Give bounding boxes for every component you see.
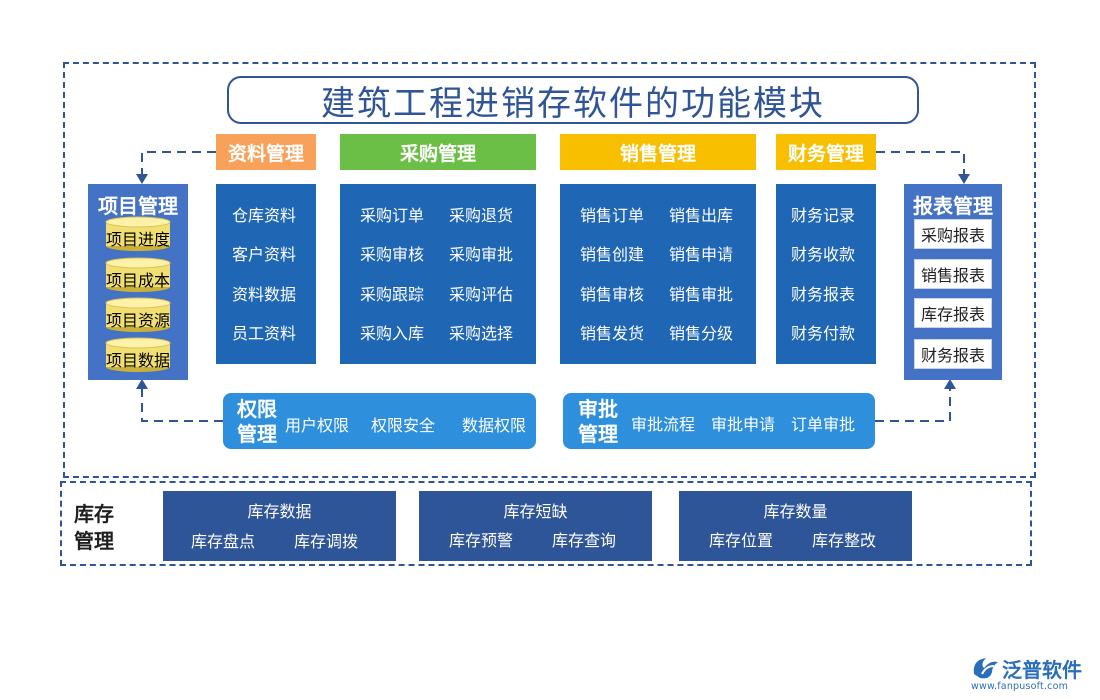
report-title: 报表管理 [913, 194, 993, 218]
ziliao-item: 资料数据 [232, 285, 297, 304]
header-caigou: 采购管理 [340, 134, 536, 170]
report-item: 采购报表 [914, 219, 992, 249]
project-item-label: 项目数据 [105, 351, 170, 370]
inventory-dashed-frame [60, 481, 1032, 566]
report-item: 库存报表 [914, 298, 992, 328]
caigou-item: 采购选择 [449, 324, 514, 343]
inventory-box: 库存短缺 库存预警 库存查询 [419, 491, 652, 561]
xiaoshou-item: 销售出库 [669, 206, 734, 225]
ziliao-item: 员工资料 [232, 324, 297, 343]
header-ziliao: 资料管理 [216, 134, 316, 170]
report-item: 财务报表 [914, 339, 992, 369]
project-item-cylinder: 项目资源 [105, 297, 171, 333]
project-item-cylinder: 项目数据 [105, 337, 171, 373]
header-caiwu: 财务管理 [776, 134, 876, 170]
caigou-item: 采购跟踪 [360, 285, 425, 304]
xiaoshou-item: 销售创建 [580, 245, 645, 264]
caigou-item: 采购审批 [449, 245, 514, 264]
caigou-item: 采购审核 [360, 245, 425, 264]
report-item: 销售报表 [914, 259, 992, 289]
ziliao-item: 客户资料 [232, 245, 297, 264]
project-item-cylinder: 项目成本 [105, 257, 171, 293]
project-item-cylinder: 项目进度 [105, 216, 171, 252]
approval-item: 审批申请 [711, 415, 776, 434]
inventory-box-item: 库存盘点 [191, 532, 256, 551]
caiwu-item: 财务付款 [791, 324, 856, 343]
inventory-box-title: 库存数量 [763, 502, 828, 521]
project-item-label: 项目资源 [105, 311, 170, 330]
permission-title-line1: 权限 [237, 397, 277, 421]
project-item-label: 项目进度 [105, 230, 170, 249]
approval-title-line1: 审批 [578, 397, 618, 421]
caiwu-item: 财务记录 [791, 206, 856, 225]
main-dashed-frame [63, 62, 1036, 478]
caigou-column: 采购订单 采购退货 采购审核 采购审批 采购跟踪 采购评估 采购入库 采购选择 [340, 184, 536, 364]
project-title: 项目管理 [98, 194, 178, 218]
logo: 泛普软件 www.fanpusoft.com [968, 652, 1093, 694]
diagram-title: 建筑工程进销存软件的功能模块 [227, 76, 919, 124]
approval-title-line2: 管理 [578, 422, 618, 446]
caigou-item: 采购退货 [449, 206, 514, 225]
caigou-item: 采购评估 [449, 285, 514, 304]
permission-item: 权限安全 [371, 416, 436, 435]
inventory-box: 库存数量 库存位置 库存整改 [679, 491, 912, 561]
caigou-item: 采购订单 [360, 206, 425, 225]
ziliao-item: 仓库资料 [232, 206, 297, 225]
xiaoshou-item: 销售分级 [669, 324, 734, 343]
inventory-box-title: 库存短缺 [503, 502, 568, 521]
inventory-box-item: 库存调拨 [294, 532, 359, 551]
inventory-box-item: 库存查询 [552, 531, 617, 550]
inventory-box-item: 库存预警 [449, 531, 514, 550]
inventory-label-line1: 库存 [74, 502, 114, 526]
header-xiaoshou: 销售管理 [560, 134, 756, 170]
inventory-label-line2: 管理 [74, 529, 114, 553]
caigou-item: 采购入库 [360, 324, 425, 343]
project-panel: 项目管理 项目进度 项目成本 项目资源 项目数据 [88, 184, 188, 380]
inventory-box-item: 库存整改 [812, 531, 877, 550]
project-item-label: 项目成本 [105, 271, 170, 290]
permission-title-line2: 管理 [237, 422, 277, 446]
logo-icon [973, 658, 998, 679]
report-panel: 报表管理 采购报表 销售报表 库存报表 财务报表 [904, 184, 1002, 380]
xiaoshou-item: 销售审批 [669, 285, 734, 304]
xiaoshou-item: 销售审核 [580, 285, 645, 304]
ziliao-column: 仓库资料 客户资料 资料数据 员工资料 [216, 184, 316, 364]
approval-panel: 审批 管理 审批流程 审批申请 订单审批 [563, 393, 875, 449]
xiaoshou-column: 销售订单 销售出库 销售创建 销售申请 销售审核 销售审批 销售发货 销售分级 [560, 184, 756, 364]
inventory-box: 库存数据 库存盘点 库存调拨 [163, 491, 396, 561]
caiwu-column: 财务记录 财务收款 财务报表 财务付款 [776, 184, 876, 364]
xiaoshou-item: 销售申请 [669, 245, 734, 264]
permission-item: 数据权限 [462, 416, 527, 435]
inventory-box-item: 库存位置 [709, 531, 774, 550]
approval-item: 订单审批 [791, 415, 856, 434]
xiaoshou-item: 销售发货 [580, 324, 645, 343]
logo-url: www.fanpusoft.com [971, 681, 1069, 692]
permission-panel: 权限 管理 用户权限 权限安全 数据权限 [223, 393, 536, 449]
inventory-box-title: 库存数据 [247, 502, 312, 521]
xiaoshou-item: 销售订单 [580, 206, 645, 225]
approval-item: 审批流程 [631, 415, 696, 434]
permission-item: 用户权限 [285, 416, 350, 435]
caiwu-item: 财务报表 [791, 285, 856, 304]
caiwu-item: 财务收款 [791, 245, 856, 264]
logo-name: 泛普软件 [1002, 658, 1082, 682]
